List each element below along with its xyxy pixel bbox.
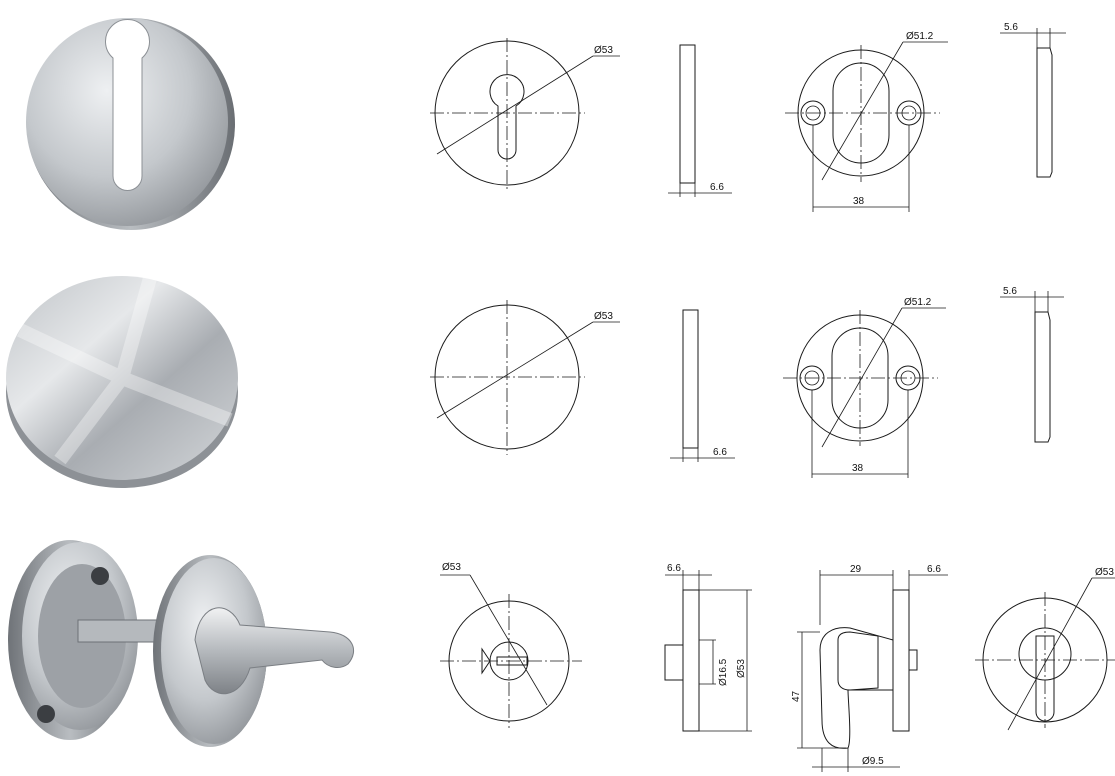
row3-side-thickness-label: 6.6	[667, 563, 681, 574]
row2-back-thickness-label: 5.6	[1003, 286, 1017, 297]
row3-knob-diameter-label: Ø53	[1095, 567, 1114, 578]
row3-handle-projection-label: 29	[850, 564, 862, 575]
row2-hole-spacing-label: 38	[852, 463, 864, 474]
wc-set-photo	[8, 540, 354, 747]
row1-hole-spacing-label: 38	[853, 196, 865, 207]
row2-front-view	[430, 300, 620, 455]
row3-handle-side-view	[797, 570, 948, 772]
rose-cylinder-photo	[26, 18, 235, 230]
row2-back-view	[783, 307, 946, 478]
row2-side-thickness-label: 6.6	[713, 447, 727, 458]
row1-side-view	[668, 44, 732, 197]
row3-side-view	[664, 570, 752, 732]
row1-back-diameter-label: Ø51.2	[906, 31, 934, 42]
row2-back-side-view	[1000, 291, 1064, 443]
row3-knob-front-view	[975, 577, 1115, 731]
row1-side-thickness-label: 6.6	[710, 182, 724, 193]
row2-front-diameter-label: Ø53	[594, 311, 613, 322]
row3-handle-diameter-label: Ø9.5	[862, 756, 884, 767]
row1-back-thickness-label: 5.6	[1004, 22, 1018, 33]
row2-side-view	[670, 309, 735, 462]
blind-rose-photo	[6, 276, 238, 488]
row1-front-view	[430, 38, 620, 190]
row3-front-diameter-label: Ø53	[442, 562, 461, 573]
row2-back-diameter-label: Ø51.2	[904, 297, 932, 308]
row1-front-diameter-label: Ø53	[594, 45, 613, 56]
row3-front-view	[440, 574, 582, 728]
row3-side-diameter-label: Ø53	[736, 659, 747, 678]
row1-back-side-view	[1000, 28, 1066, 178]
row3-knob-thickness-label: 6.6	[927, 564, 941, 575]
row1-back-view	[785, 41, 948, 212]
row3-handle-height-label: 47	[791, 690, 802, 702]
row3-inner-diameter-label: Ø16.5	[718, 658, 729, 686]
